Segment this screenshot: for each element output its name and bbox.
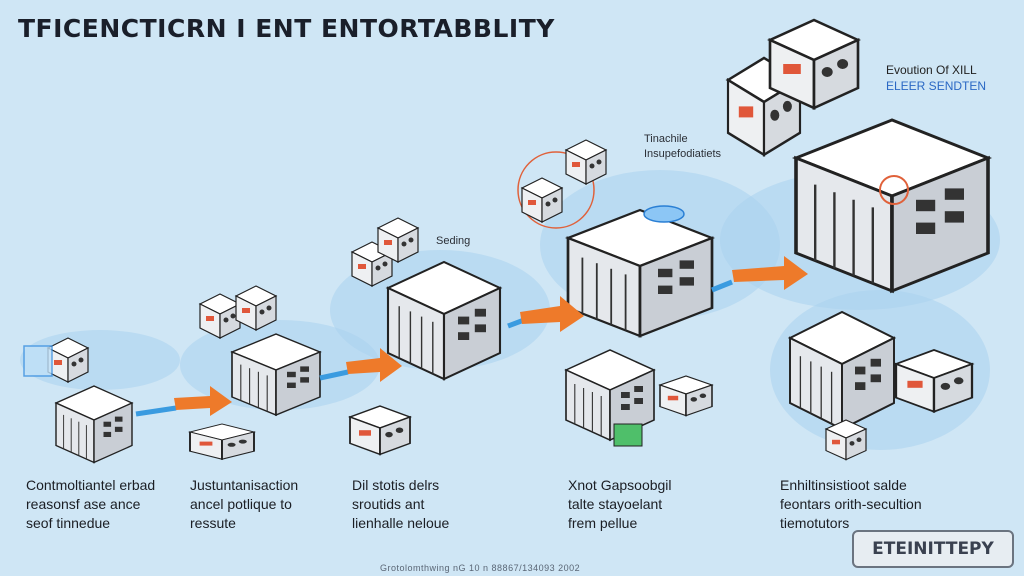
footer-text: Grotolomthwing nG 10 n 88867/134093 2002 <box>380 563 581 573</box>
connector-arrow-4 <box>711 279 733 293</box>
brand-logo: ETEINITTEPY <box>852 530 1014 568</box>
evolution-subtitle: ELEER SENDTEN <box>886 79 987 93</box>
stage-3-unit <box>349 217 502 456</box>
stage-caption-5: Enhiltinsistioot salde feontars orith-se… <box>780 477 922 531</box>
stage-caption-1: Contmoltiantel erbad reasonsf ase ance s… <box>26 477 156 531</box>
stage-caption-4: Xnot Gapsoobgil talte stayoelant frem pe… <box>568 477 672 531</box>
progress-arrow-1 <box>174 386 232 416</box>
connector-arrow-1 <box>135 405 177 417</box>
progress-arrow-4 <box>732 256 808 290</box>
evolution-title: Evoution Of XILL <box>886 63 977 77</box>
stage-caption-3: Dil stotis delrs sroutids ant lienhalle … <box>352 477 450 531</box>
stage-caption-2: Justuntanisaction ancel potlique to ress… <box>190 477 299 531</box>
connector-arrow-2 <box>319 369 349 381</box>
evolution-label: Evoution Of XILL ELEER SENDTEN <box>886 62 986 94</box>
stage-5-unit <box>726 18 990 461</box>
progress-arrow-2 <box>346 348 402 382</box>
note-tinachile: Tinachile Insupefodiatiets <box>644 133 722 160</box>
progress-arrow-3 <box>520 296 584 332</box>
stage-1-unit <box>23 337 133 464</box>
stage-2-unit <box>189 285 321 461</box>
note-seding: Seding <box>436 235 471 247</box>
connector-arrow-3 <box>507 317 525 329</box>
page-title: TFICENCTICRN I ENT ENTORTABBLITY <box>18 14 555 43</box>
stage-4-unit <box>517 139 714 447</box>
